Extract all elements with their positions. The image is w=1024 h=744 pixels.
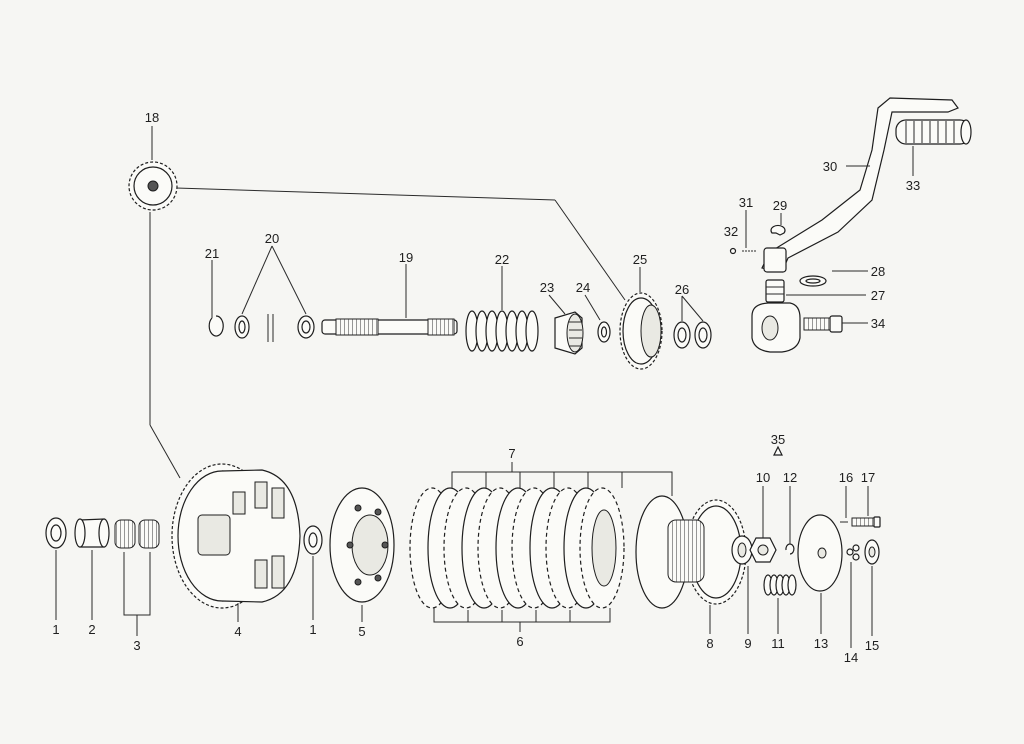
label-25: 25: [633, 252, 647, 267]
plates-top-bracket: [451, 462, 673, 496]
label-33: 33: [906, 178, 920, 193]
part-12-clip: [785, 543, 795, 555]
part-14-balls: [846, 544, 860, 561]
label-29: 29: [773, 198, 787, 213]
part-15-nut: [864, 539, 880, 565]
part-6-7-clutch-plates: [409, 487, 625, 609]
part-4-clutch-basket: [171, 463, 301, 609]
label-32: 32: [724, 224, 738, 239]
part-9-washer: [731, 535, 753, 565]
label-4: 4: [234, 624, 241, 639]
label-15: 15: [865, 638, 879, 653]
label-22: 22: [495, 252, 509, 267]
label-3: 3: [133, 638, 140, 653]
part-33-grip: [895, 119, 972, 145]
label-1-left: 1: [52, 622, 59, 637]
part-23-ratchet: [554, 311, 584, 355]
part-20-washers: [234, 314, 315, 342]
part-13-cover-plate: [797, 514, 843, 592]
label-18: 18: [145, 110, 159, 125]
label-26: 26: [675, 282, 689, 297]
label-31: 31: [739, 195, 753, 210]
part-30-kick-lever: [761, 97, 959, 273]
part-35-cone: [773, 445, 783, 456]
label-1-right: 1: [309, 622, 316, 637]
part-5-inner-hub: [329, 487, 395, 603]
part-21-circlip: [208, 315, 224, 337]
part-27-boss: [765, 279, 785, 303]
label-16: 16: [839, 470, 853, 485]
label-17: 17: [861, 470, 875, 485]
label-19: 19: [399, 250, 413, 265]
part-16-17-screw: [840, 516, 881, 528]
label-13: 13: [814, 636, 828, 651]
part-number-labels: 18 21 20 19 22 23 24 25 26 30 33 31 29 3…: [52, 110, 920, 665]
part-2-bush: [74, 518, 110, 548]
connector-lines: [149, 187, 626, 479]
label-11: 11: [771, 636, 785, 651]
part-10-nut: [749, 537, 777, 563]
label-2: 2: [88, 622, 95, 637]
part-1-washer-right: [303, 525, 323, 555]
label-9: 9: [744, 636, 751, 651]
label-27: 27: [871, 288, 885, 303]
label-6: 6: [516, 634, 523, 649]
part-11-spring: [763, 574, 797, 596]
label-23: 23: [540, 280, 554, 295]
part-25-gear: [619, 292, 663, 370]
label-14: 14: [844, 650, 858, 665]
part-22-spring: [465, 310, 539, 352]
label-28: 28: [871, 264, 885, 279]
plates-bottom-bracket: [433, 608, 611, 632]
label-24: 24: [576, 280, 590, 295]
label-35: 35: [771, 432, 785, 447]
part-18-gear: [128, 161, 178, 211]
part-28-washer: [799, 275, 827, 287]
label-34: 34: [871, 316, 885, 331]
label-7: 7: [508, 446, 515, 461]
part-1-washer-left: [45, 517, 67, 549]
part-29-clip: [770, 224, 786, 236]
part-32-ball: [729, 247, 737, 255]
label-21: 21: [205, 246, 219, 261]
leader-lines: [55, 126, 914, 648]
label-20: 20: [265, 231, 279, 246]
label-10: 10: [756, 470, 770, 485]
part-8-pressure-plate: [635, 495, 747, 609]
part-19-shaft: [321, 318, 458, 336]
label-12: 12: [783, 470, 797, 485]
label-30: 30: [823, 159, 837, 174]
label-8: 8: [706, 636, 713, 651]
part-34-bolt-clamp: [751, 302, 843, 353]
part-3-needle-bearings: [114, 519, 160, 549]
part-24-washer: [597, 321, 611, 343]
label-5: 5: [358, 624, 365, 639]
part-26-washers: [673, 321, 712, 349]
